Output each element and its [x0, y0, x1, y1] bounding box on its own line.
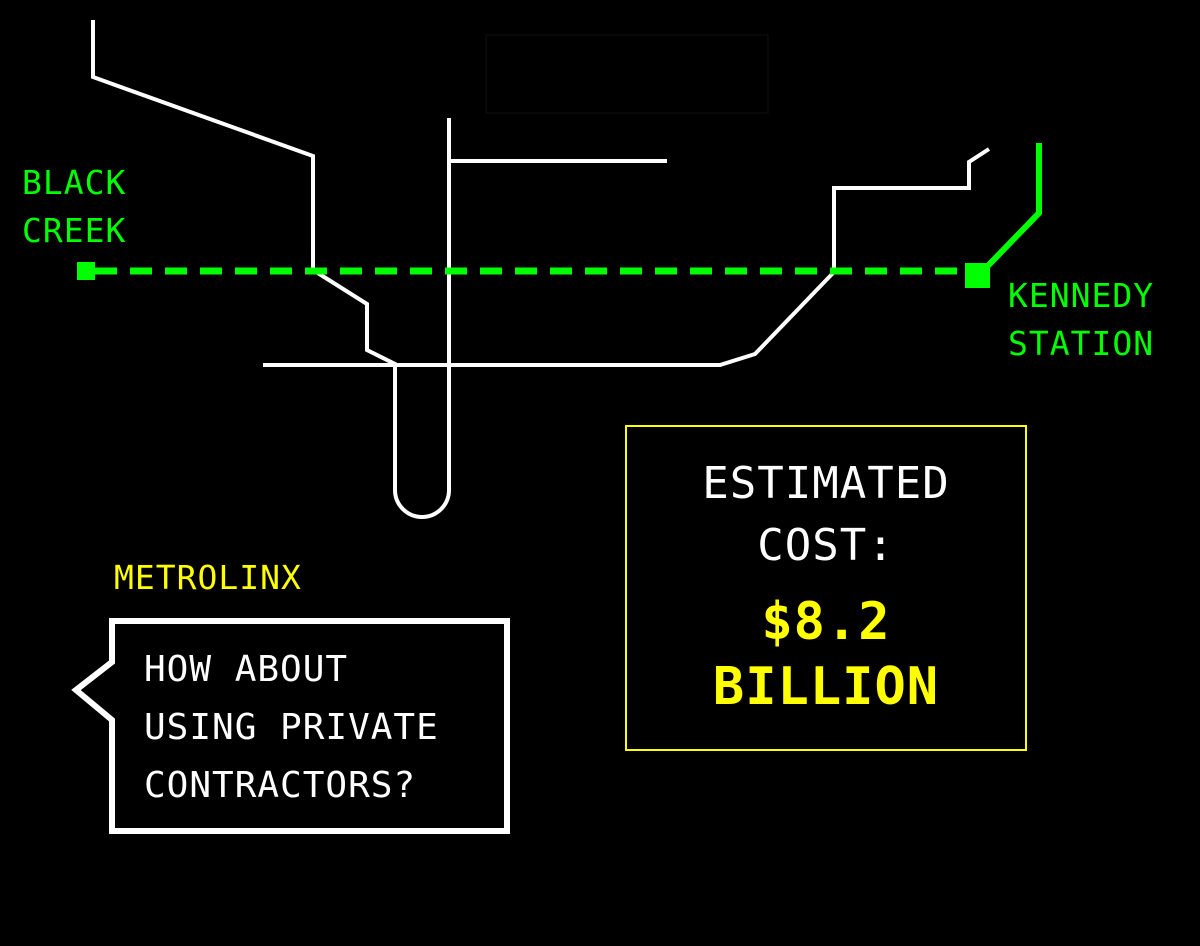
- cost-unit: BILLION: [712, 657, 940, 717]
- speech-line-2: USING PRIVATE: [144, 707, 439, 748]
- cost-box: [625, 425, 1027, 751]
- speech-bubble: [71, 618, 510, 834]
- speech-line-3: CONTRACTORS?: [144, 765, 417, 806]
- proposed-line-extension: [977, 143, 1042, 277]
- faint-frame: [485, 34, 769, 114]
- cost-label-line2: COST:: [757, 520, 895, 571]
- speaker-label: METROLINX: [114, 558, 302, 597]
- station-marker-black-creek: [77, 262, 95, 280]
- station-marker-kennedy: [965, 263, 990, 288]
- speech-line-1: HOW ABOUT: [144, 649, 349, 690]
- station-label-black-creek-line1: BLACK: [22, 163, 127, 202]
- cost-label-line1: ESTIMATED: [702, 458, 950, 509]
- station-label-black-creek-line2: CREEK: [22, 211, 127, 250]
- station-label-kennedy-line2: STATION: [1008, 324, 1155, 363]
- subway-line-2: [263, 147, 991, 367]
- station-label-kennedy-line1: KENNEDY: [1008, 276, 1155, 315]
- subway-line-1: [91, 20, 451, 519]
- cost-amount: $8.2: [761, 592, 891, 652]
